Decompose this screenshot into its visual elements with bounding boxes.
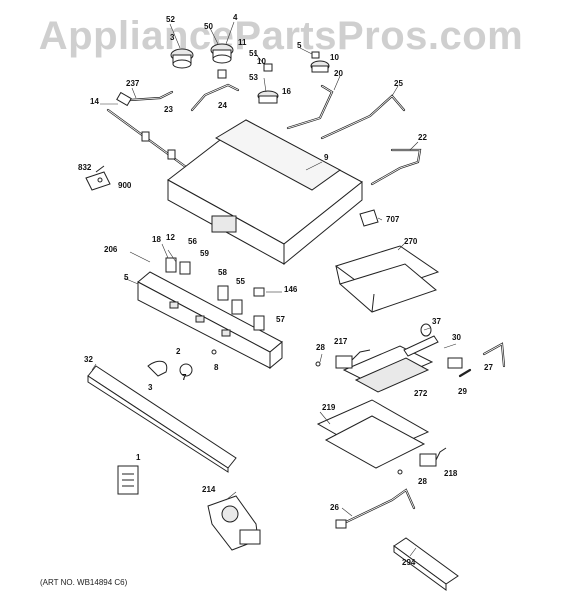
part-label: 270	[404, 237, 418, 246]
leveling-foot-icon	[393, 537, 459, 591]
part-label: 900	[118, 181, 132, 190]
part-label: 30	[452, 333, 461, 342]
part-label: 58	[218, 268, 227, 277]
part-label: 23	[164, 105, 173, 114]
part-label: 7	[182, 373, 187, 382]
part-label: 707	[386, 215, 400, 224]
part-label: 53	[249, 73, 258, 82]
part-label: 18	[152, 235, 161, 244]
part-label: 832	[78, 163, 92, 172]
part-label: 5	[124, 273, 129, 282]
part-label: 237	[126, 79, 140, 88]
part-label: 10	[330, 53, 339, 62]
part-label: 57	[276, 315, 285, 324]
drip-pan-icon	[316, 399, 430, 469]
broil-burner-icon	[342, 335, 439, 393]
part-label: 52	[166, 15, 175, 24]
part-label: 12	[166, 233, 175, 242]
leader-lines	[91, 21, 457, 557]
screw-icon	[315, 361, 321, 367]
drip-pan-icon	[334, 245, 440, 313]
part-label: 20	[334, 69, 343, 78]
orifice-icon	[420, 323, 432, 337]
burner-head-icon	[257, 90, 279, 104]
part-label: 24	[218, 101, 227, 110]
burner-box-icon	[167, 119, 363, 266]
part-label: 25	[394, 79, 403, 88]
part-label: 51	[249, 49, 258, 58]
part-label: 2	[176, 347, 181, 356]
part-label: 214	[202, 485, 216, 494]
bake-tube-icon	[447, 342, 506, 378]
regulator-icon	[207, 495, 261, 551]
valve-panel-icon	[137, 271, 283, 370]
part-label: 37	[432, 317, 441, 326]
part-label: 14	[90, 97, 99, 106]
part-label: 8	[214, 363, 219, 372]
part-label: 3	[148, 383, 153, 392]
part-label: 28	[316, 343, 325, 352]
igniter-icon	[147, 349, 217, 377]
part-label: 206	[104, 245, 118, 254]
part-label: 26	[330, 503, 339, 512]
part-label: 217	[334, 337, 348, 346]
part-label: 59	[200, 249, 209, 258]
part-label: 28	[418, 477, 427, 486]
part-label: 4	[233, 13, 238, 22]
screw-icon	[95, 165, 105, 173]
trim-bar-icon	[87, 365, 237, 473]
screw-icon	[397, 469, 403, 475]
manual-icon	[117, 465, 139, 495]
part-label: 219	[322, 403, 336, 412]
insulation-block-icon	[359, 209, 379, 227]
watermark: AppliancePartsPros.com	[38, 14, 524, 58]
burner-head-icon	[170, 48, 194, 69]
igniter-icon	[335, 349, 447, 467]
part-label: 29	[458, 387, 467, 396]
part-label: 22	[418, 133, 427, 142]
valve-icon	[165, 257, 265, 331]
part-label: 16	[282, 87, 291, 96]
part-label: 56	[188, 237, 197, 246]
bake-burner-icon	[335, 488, 416, 529]
part-label: 294	[402, 558, 416, 567]
part-label: 1	[136, 453, 141, 462]
burner-head-icon	[210, 43, 234, 64]
part-label: 272	[414, 389, 428, 398]
orifice-hood-icon	[217, 69, 227, 79]
burner-head-icon	[310, 60, 330, 73]
part-label: 55	[236, 277, 245, 286]
part-label: 9	[324, 153, 329, 162]
part-label: 32	[84, 355, 93, 364]
art-number: (ART NO. WB14894 C6)	[40, 578, 128, 587]
part-label: 50	[204, 22, 213, 31]
part-label: 5	[297, 41, 302, 50]
orifice-hood-icon	[263, 51, 320, 72]
clip-icon	[85, 171, 111, 191]
part-label: 10	[257, 57, 266, 66]
part-label: 146	[284, 285, 298, 294]
part-label: 218	[444, 469, 458, 478]
part-label: 11	[238, 38, 247, 47]
part-label: 27	[484, 363, 493, 372]
part-label: 3	[170, 33, 175, 42]
